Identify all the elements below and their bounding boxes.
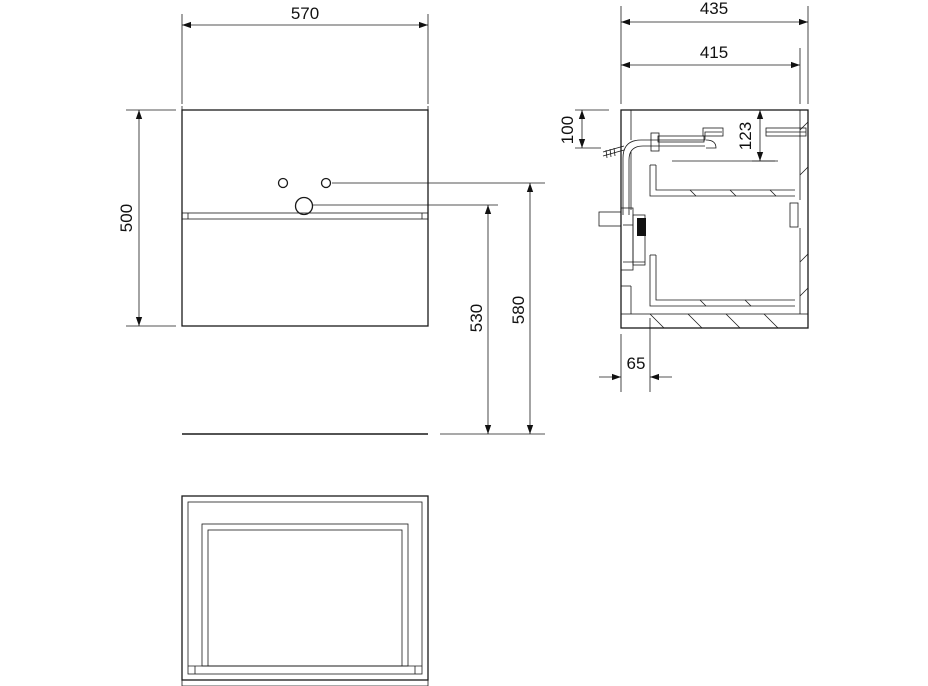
dim-front-height: 500 (117, 204, 136, 232)
side-bottom-panel (620, 313, 809, 329)
top-view (181, 495, 429, 686)
lower-drawer (649, 255, 795, 307)
dim-side-offset: 65 (627, 354, 646, 373)
dim-height-580: 580 (509, 296, 528, 324)
dim-siphon-height: 123 (736, 122, 755, 150)
side-handle (789, 202, 799, 228)
front-cabinet-outline (181, 109, 429, 327)
top-view-drawer (201, 523, 409, 667)
front-view: 570 500 530 580 (117, 4, 545, 435)
upper-drawer (649, 165, 795, 197)
dim-side-inner-depth: 415 (700, 43, 728, 62)
siphon (598, 127, 724, 271)
dim-side-top-offset: 100 (558, 116, 577, 144)
tap-hole-right (320, 177, 332, 189)
tap-hole-left (277, 177, 289, 189)
dim-front-width: 570 (291, 4, 319, 23)
side-section-view: 435 415 100 123 65 (558, 0, 809, 392)
waste-hole (294, 196, 314, 216)
top-view-outline (181, 495, 429, 681)
dim-side-total-depth: 435 (700, 0, 728, 18)
front-drawer-gap (181, 212, 429, 220)
dim-height-530: 530 (467, 304, 486, 332)
